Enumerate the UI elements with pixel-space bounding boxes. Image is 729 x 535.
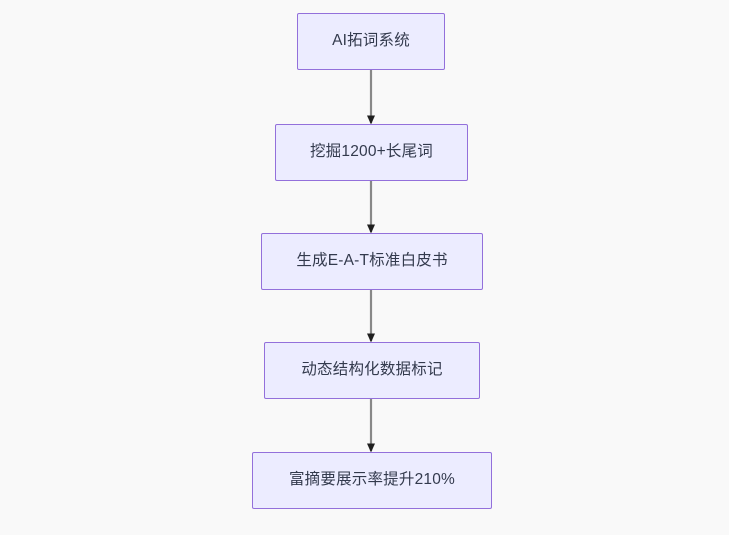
flowchart-node-mine-longtail-keywords[interactable]: 挖掘1200+长尾词 <box>275 124 468 181</box>
node-label: 生成E-A-T标准白皮书 <box>296 252 448 270</box>
node-label: 富摘要展示率提升210% <box>288 471 456 489</box>
node-label: 动态结构化数据标记 <box>301 361 443 379</box>
flowchart-node-ai-keyword-system[interactable]: AI拓词系统 <box>297 13 445 70</box>
flowchart-node-rich-snippet-impression-lift[interactable]: 富摘要展示率提升210% <box>252 452 492 509</box>
node-label: 挖掘1200+长尾词 <box>309 143 434 161</box>
flowchart-node-dynamic-structured-data-markup[interactable]: 动态结构化数据标记 <box>264 342 480 399</box>
flowchart-node-generate-eat-whitepaper[interactable]: 生成E-A-T标准白皮书 <box>261 233 483 290</box>
node-label: AI拓词系统 <box>332 32 410 50</box>
